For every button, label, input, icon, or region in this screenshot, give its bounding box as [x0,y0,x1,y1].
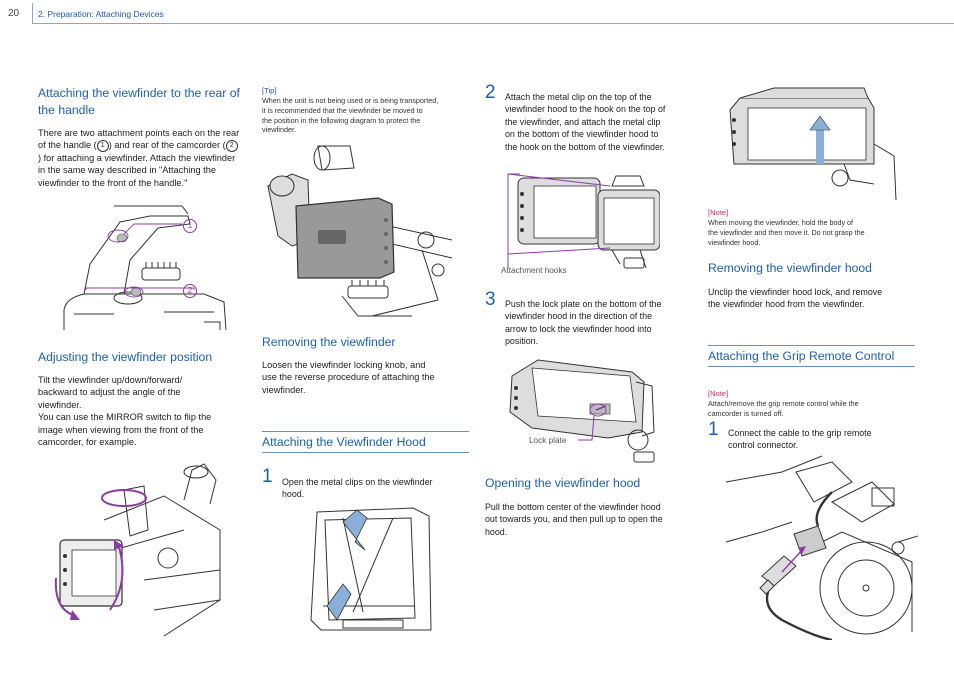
header-rule [32,23,954,24]
header-separator [32,3,33,23]
circled-number-2: 2 [225,139,238,152]
note2-body: Attach/remove the grip remote control wh… [708,399,859,418]
remove-hood-body: Unclip the viewfinder hood lock, and rem… [708,287,883,310]
section-title-remove-viewfinder: Removing the viewfinder [262,335,396,349]
section-title-remove-hood: Removing the viewfinder hood [708,261,872,275]
step-number-2: 2 [485,82,496,103]
callout-attachment-hooks: Attachment hooks [501,266,567,275]
attachment-hooks-figure [507,173,660,269]
handle-attachment-figure [63,205,227,331]
figure-callout-2: 2 [183,284,197,298]
section-title-adjust-position: Adjusting the viewfinder position [38,350,213,364]
grip-connector-figure [725,455,918,640]
viewfinder-adjust-figure [54,463,221,637]
callout-lock-plate: Lock plate [529,436,567,445]
viewfinder-hood-figure [729,87,897,200]
page-number: 20 [8,8,20,19]
rear-handle-text-2: ) and rear of the camcorder ( [108,140,226,151]
hood-clips-figure [310,507,432,631]
page-header: 20 2. Preparation: Attaching Devices [0,0,954,24]
tip-label: [Tip] [262,86,277,95]
note1-body: When moving the viewfinder, hold the bod… [708,218,865,247]
section-title-attach-hood: Attaching the Viewfinder Hood [262,431,469,453]
stored-viewfinder-figure [267,145,453,317]
step1-text: Open the metal clips on the viewfinder h… [282,477,433,500]
open-hood-body: Pull the bottom center of the viewfinder… [485,502,663,537]
circled-number-1: 1 [96,139,109,152]
rear-handle-body: There are two attachment points each on … [38,127,240,189]
step-number-3: 3 [485,289,496,310]
section-title-rear-handle: Attaching the viewfinder to the rear of … [38,86,240,117]
rear-handle-text-3: ) for attaching a viewfinder. Attach the… [38,152,236,188]
adjust-position-body: Tilt the viewfinder up/down/forward/ bac… [38,375,212,448]
grip-step-number-1: 1 [708,419,719,440]
lock-plate-figure [509,359,655,463]
chapter-title: 2. Preparation: Attaching Devices [38,9,164,19]
rear-handle-text-1: There are two attachment points each on … [38,128,240,151]
step3-text: Push the lock plate on the bottom of the… [505,299,662,347]
section-title-grip-remote: Attaching the Grip Remote Control [708,345,915,367]
remove-viewfinder-body: Loosen the viewfinder locking knob, and … [262,360,435,395]
grip-step1-text: Connect the cable to the grip remote con… [728,428,872,451]
figure-callout-1: 1 [183,219,197,233]
note1-label: [Note] [708,208,729,217]
step2-text: Attach the metal clip on the top of the … [505,92,666,152]
note2-label: [Note] [708,389,729,398]
section-title-open-hood: Opening the viewfinder hood [485,476,641,490]
step-number-1: 1 [262,466,273,487]
tip-body: When the unit is not being used or is be… [262,96,439,135]
